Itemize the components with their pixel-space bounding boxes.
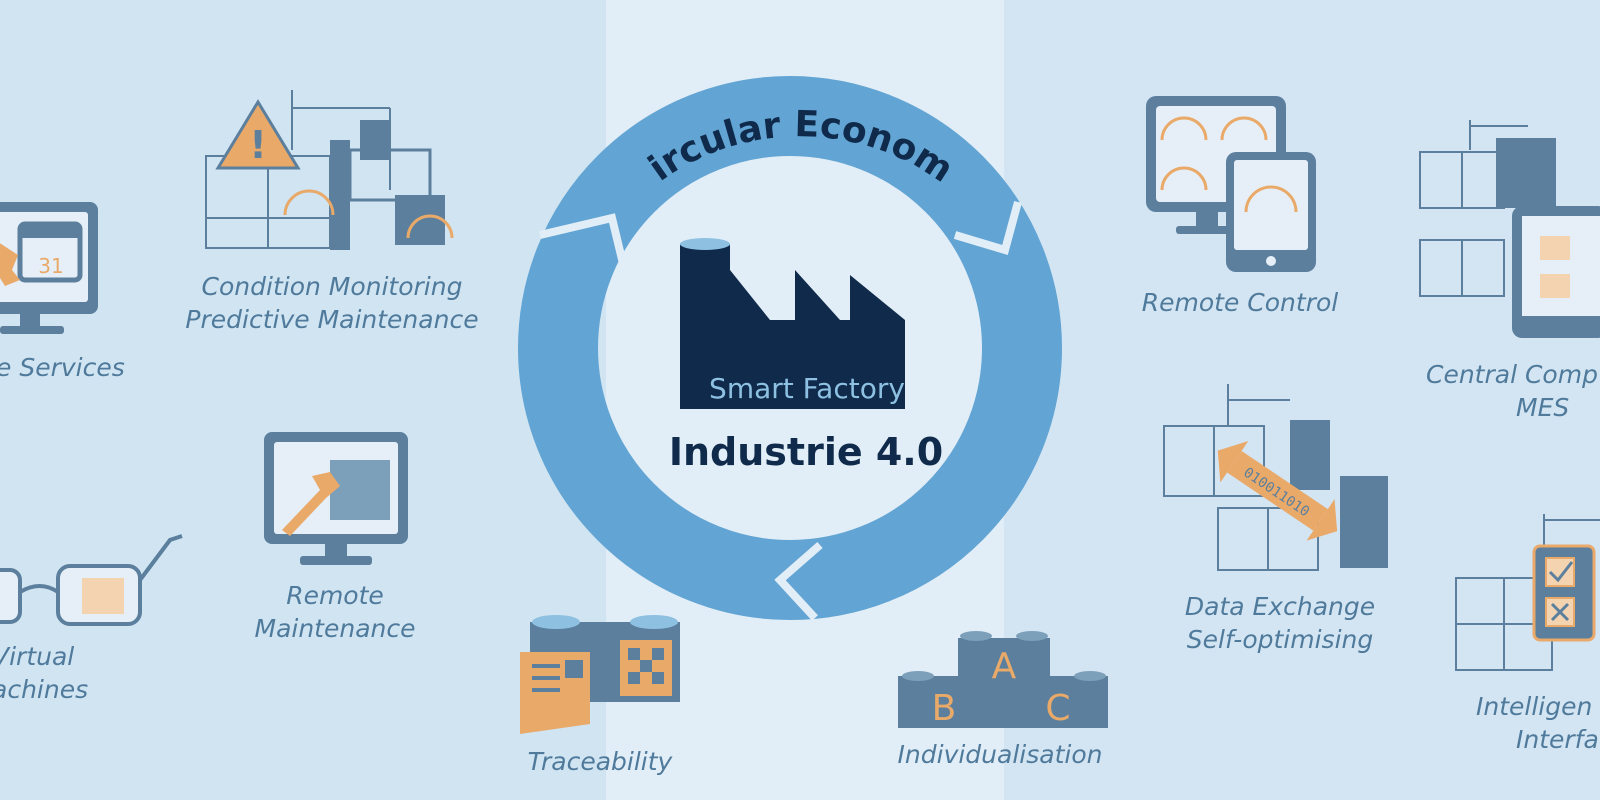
factory-icon <box>680 238 905 409</box>
intelligent-interfaces-label: Intelligen Interfa <box>1476 692 1599 754</box>
right-band <box>1004 0 1600 800</box>
e-services-icon: 31 <box>0 202 98 334</box>
calendar-day: 31 <box>38 254 63 278</box>
industrie-title: Industrie 4.0 <box>668 430 944 474</box>
remote-control-icon <box>1146 96 1316 272</box>
smart-factory-label: Smart Factory <box>709 372 905 405</box>
block-a: A <box>992 646 1017 687</box>
block-c: C <box>1045 688 1070 729</box>
data-exchange-icon: 010011010 <box>1163 384 1388 571</box>
condition-monitoring-icon: ! <box>205 90 454 250</box>
individualisation-label: Individualisation <box>897 740 1103 769</box>
remote-maintenance-icon <box>264 432 408 565</box>
data-exchange-label: Data Exchange Self-optimising <box>1184 592 1376 654</box>
individualisation-icon: A B C <box>898 631 1108 729</box>
e-services-label: e Services <box>0 353 125 382</box>
remote-maintenance-label: Remote Maintenance <box>254 581 416 643</box>
virtual-machines-icon <box>0 534 183 626</box>
virtual-machines-label: Virtual achines <box>0 642 89 704</box>
central-computer-label: Central Comp MES <box>1426 360 1598 422</box>
condition-monitoring-label: Condition Monitoring Predictive Maintena… <box>185 272 479 334</box>
central-computer-icon <box>1419 120 1600 338</box>
traceability-icon <box>520 615 680 734</box>
svg-text:!: ! <box>249 123 266 167</box>
traceability-label: Traceability <box>527 747 673 776</box>
intelligent-interfaces-icon <box>1455 514 1600 671</box>
block-b: B <box>932 688 957 729</box>
remote-control-label: Remote Control <box>1141 288 1339 317</box>
